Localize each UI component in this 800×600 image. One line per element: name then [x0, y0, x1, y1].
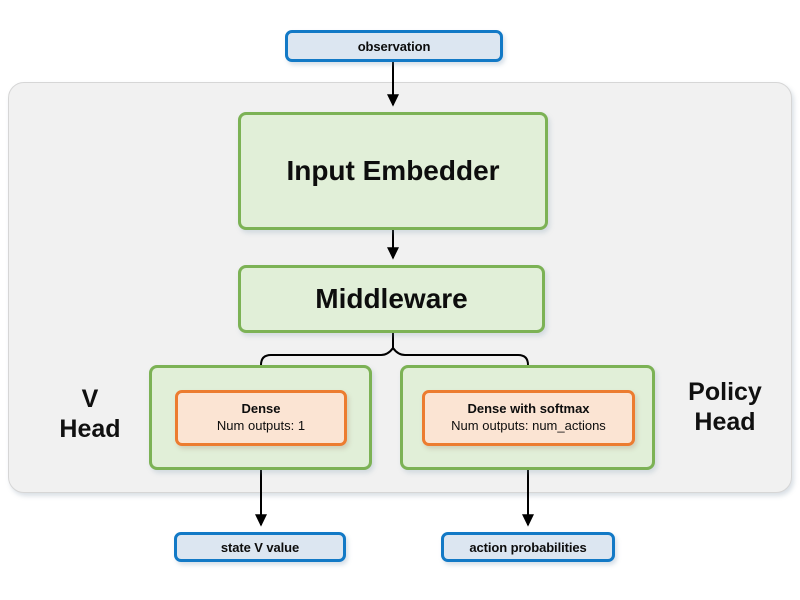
policy-head-dense-subtitle: Num outputs: num_actions — [451, 417, 606, 433]
policy-head-label: Policy Head — [662, 378, 788, 437]
policy-head-label-line2: Head — [694, 407, 756, 436]
v-head-dense-subtitle: Num outputs: 1 — [216, 417, 306, 433]
action-probabilities-node[interactable]: action probabilities — [441, 532, 615, 562]
middleware-node[interactable]: Middleware — [238, 265, 545, 333]
observation-node[interactable]: observation — [285, 30, 503, 62]
input-embedder-label: Input Embedder — [286, 155, 500, 186]
input-embedder-node[interactable]: Input Embedder — [238, 112, 548, 230]
state-v-value-label: state V value — [220, 539, 300, 555]
v-head-dense-node[interactable]: Dense Num outputs: 1 — [175, 390, 347, 446]
policy-head-label-line1: Policy — [688, 378, 762, 406]
state-v-value-node[interactable]: state V value — [174, 532, 346, 562]
middleware-label: Middleware — [315, 283, 468, 314]
policy-head-dense-node[interactable]: Dense with softmax Num outputs: num_acti… — [422, 390, 635, 446]
action-probabilities-label: action probabilities — [469, 539, 587, 555]
v-head-label-line2: Head — [59, 414, 121, 443]
observation-label: observation — [357, 38, 431, 54]
v-head-dense-title: Dense — [241, 401, 281, 417]
v-head-label: V Head — [36, 385, 144, 444]
policy-head-dense-title: Dense with softmax — [467, 401, 590, 417]
v-head-label-line1: V — [81, 385, 99, 413]
